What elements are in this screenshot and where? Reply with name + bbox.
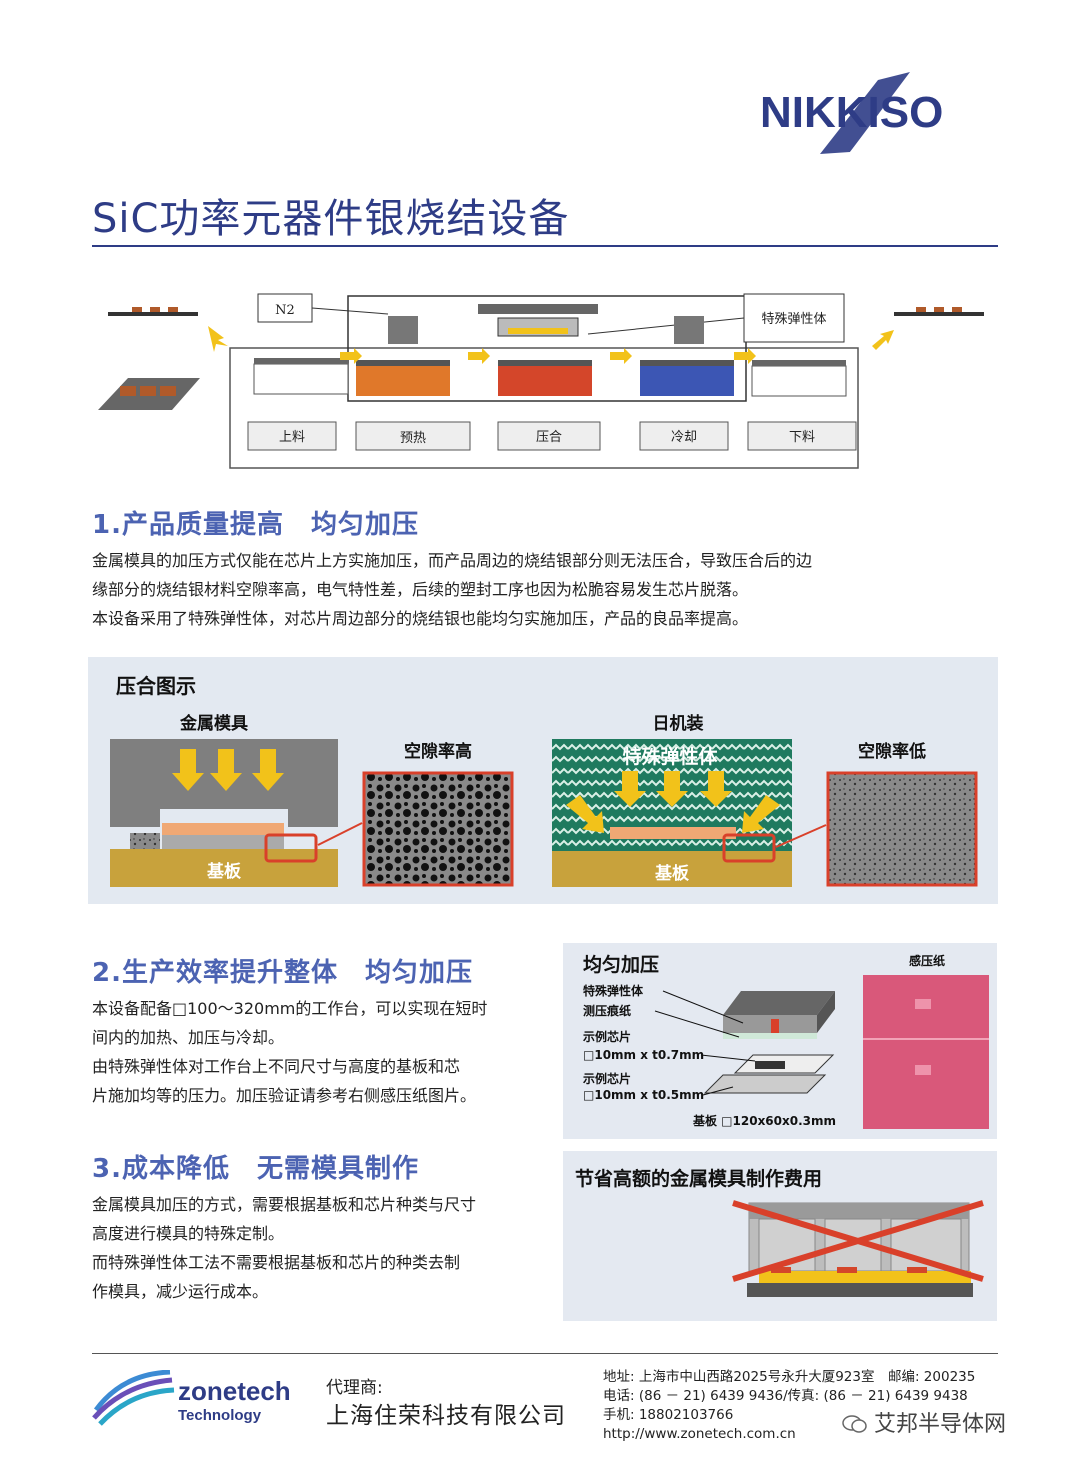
nikkiso-logo: NIKKISO	[760, 72, 1000, 154]
uniform-label-elastomer: 特殊弹性体	[583, 983, 644, 998]
save-cost-panel: 节省高额的金属模具制作费用	[563, 1151, 997, 1321]
elastomer-label-panel: 特殊弹性体	[622, 745, 718, 768]
section1-heading: 1.产品质量提高 均匀加压	[92, 510, 419, 540]
zonetech-logo: zonetech Technology	[92, 1370, 312, 1426]
uniform-label-chip2: 示例芯片	[582, 1071, 631, 1086]
contact-block: 地址: 上海市中山西路2025号永升大厦923室 邮编: 200235 电话: …	[603, 1368, 975, 1444]
section3-heading: 3.成本降低 无需模具制作	[92, 1154, 419, 1184]
stage-preheat: 预热	[400, 431, 426, 446]
void-low-label: 空隙率低	[858, 741, 926, 762]
section3-body: 金属模具加压的方式，需要根据基板和芯片种类与尺寸 高度进行模具的特殊定制。 而特…	[92, 1190, 542, 1306]
contact-mobile: 手机: 18802103766	[603, 1407, 734, 1423]
uniform-label-chip1-size: □10mm x t0.7mm	[583, 1048, 704, 1062]
uniform-label-paper: 测压痕纸	[583, 1003, 631, 1018]
nikkiso-logo-text: NIKKISO	[760, 88, 943, 137]
page-title: SiC功率元器件银烧结设备	[92, 196, 570, 242]
substrate-left: 基板	[206, 861, 242, 882]
footer-rule	[92, 1353, 998, 1354]
pressure-paper-label: 感压纸	[909, 953, 945, 968]
section1-line: 缘部分的烧结银材料空隙率高，电气特性差，后续的塑封工序也因为松脆容易发生芯片脱落…	[92, 580, 749, 599]
agent-label: 代理商:	[326, 1378, 383, 1398]
section2-line: 片施加均等的压力。加压验证请参考右侧感压纸图片。	[92, 1086, 477, 1105]
press-illustration: 压合图示 金属模具 基板 空隙率高 日机装 特殊弹性体 基板 空隙率低	[88, 657, 998, 904]
section3-line: 而特殊弹性体工法不需要根据基板和芯片的种类去制	[92, 1253, 461, 1272]
stage-cool: 冷却	[671, 430, 697, 445]
uniform-pressure-panel: 均匀加压 感压纸 特殊弹性体 测压痕纸 示例芯片 □10mm x t0.7mm …	[563, 943, 997, 1139]
section2-line: 由特殊弹性体对工作台上不同尺寸与高度的基板和芯	[92, 1057, 461, 1076]
section3-line: 作模具，减少运行成本。	[92, 1282, 269, 1301]
stage-unload: 下料	[789, 430, 815, 445]
zonetech-logo-sub: Technology	[178, 1407, 262, 1424]
substrate-right: 基板	[654, 863, 690, 884]
uniform-label-chip2-size: □10mm x t0.5mm	[583, 1088, 704, 1102]
uniform-substrate: 基板 □120x60x0.3mm	[692, 1113, 836, 1128]
nikkiso-label: 日机装	[653, 713, 704, 734]
elastomer-label: 特殊弹性体	[761, 312, 826, 327]
process-diagram: N2 特殊弹性体 上料 预热 压合 冷却	[88, 282, 998, 474]
stage-press: 压合	[536, 430, 562, 445]
contact-phone: 电话: (86 － 21) 6439 9436/传真: (86 － 21) 64…	[603, 1388, 968, 1404]
section2-body: 本设备配备□100～320mm的工作台，可以实现在短时 间内的加热、加压与冷却。…	[92, 994, 542, 1110]
watermark-text: 艾邦半导体网	[874, 1412, 1007, 1437]
contact-address: 地址: 上海市中山西路2025号永升大厦923室 邮编: 200235	[603, 1369, 976, 1385]
uniform-label-chip1: 示例芯片	[582, 1029, 631, 1044]
void-high-label: 空隙率高	[404, 741, 472, 762]
section2-line: 本设备配备□100～320mm的工作台，可以实现在短时	[92, 999, 488, 1018]
section2-line: 间内的加热、加压与冷却。	[92, 1028, 285, 1047]
section1-line: 金属模具的加压方式仅能在芯片上方实施加压，而产品周边的烧结银部分则无法压合，导致…	[92, 551, 813, 570]
stage-load: 上料	[279, 430, 305, 445]
title-rule	[92, 245, 998, 247]
section3-line: 金属模具加压的方式，需要根据基板和芯片种类与尺寸	[92, 1195, 477, 1214]
save-cost-title: 节省高额的金属模具制作费用	[575, 1167, 822, 1190]
uniform-title: 均匀加压	[583, 953, 659, 976]
zonetech-logo-text: zonetech	[178, 1376, 291, 1406]
contact-website[interactable]: http://www.zonetech.com.cn	[603, 1426, 796, 1442]
watermark: 艾邦半导体网	[842, 1406, 1006, 1438]
press-panel-title: 压合图示	[116, 674, 196, 698]
n2-label: N2	[275, 303, 295, 318]
section2-heading: 2.生产效率提升整体 均匀加压	[92, 958, 473, 988]
section1-body: 金属模具的加压方式仅能在芯片上方实施加压，而产品周边的烧结银部分则无法压合，导致…	[92, 546, 998, 633]
section1-line: 本设备采用了特殊弹性体，对芯片周边部分的烧结银也能均匀实施加压，产品的良品率提高…	[92, 609, 749, 628]
agent-name: 上海住荣科技有限公司	[326, 1403, 566, 1429]
metal-mold-label: 金属模具	[179, 713, 248, 734]
wechat-icon	[842, 1415, 867, 1433]
section3-line: 高度进行模具的特殊定制。	[92, 1224, 285, 1243]
